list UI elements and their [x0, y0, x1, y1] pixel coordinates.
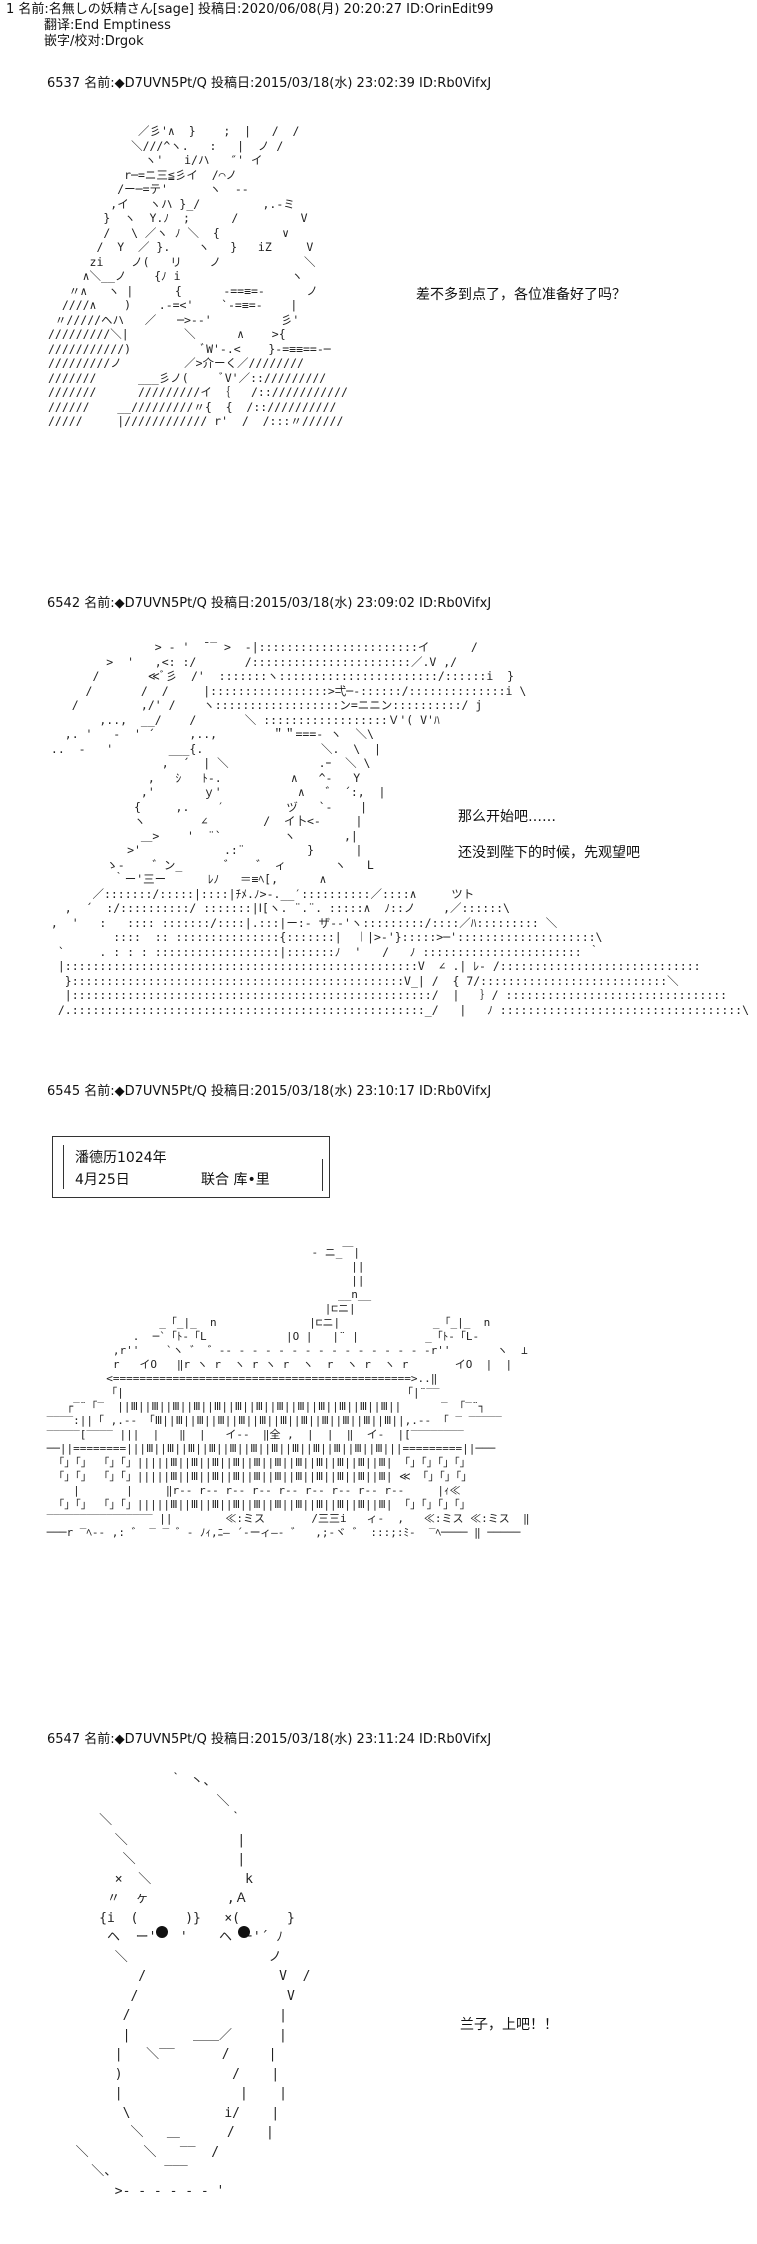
right-eye-icon [238, 1926, 250, 1938]
location-caption-box: 潘德历1024年 4月25日 联合 库•里 [52, 1136, 330, 1198]
caption-year: 潘德历1024年 [75, 1150, 167, 1166]
ascii-art-character-2: > - ' ̄ ‾ > -|:::::::::::::::::::::::イ /… [50, 640, 750, 1017]
post-header: 6537 名前:◆D7UVN5Pt/Q 投稿日:2015/03/18(水) 23… [47, 76, 492, 91]
left-eye-icon [156, 1926, 168, 1938]
thread-header: 1 名前:名無しの妖精さん[sage] 投稿日:2020/06/08(月) 20… [6, 2, 494, 50]
dialog-line: 兰子，上吧！！ [460, 2017, 558, 2033]
typesetter-credit: 嵌字/校对:Drgok [44, 34, 144, 49]
caption-place: 联合 库•里 [201, 1172, 270, 1188]
translator-credit: 翻译:End Emptiness [44, 18, 171, 33]
dialog-line: 那么开始吧…… [458, 809, 556, 825]
ascii-art-castle: - ニ_￣| || || __n__ [46, 1246, 530, 1539]
ascii-art-character-1: ／彡'∧ } ; | / / ＼///^ヽ. : | ノ / ヽ' i/ハ ″'… [48, 124, 348, 428]
dialog-line: 差不多到点了，各位准备好了吗？ [416, 287, 626, 303]
dialog-line: 还没到陛下的时候，先观望吧 [458, 845, 640, 861]
post-header: 6547 名前:◆D7UVN5Pt/Q 投稿日:2015/03/18(水) 23… [47, 1732, 492, 1747]
caption-left-border [63, 1145, 64, 1189]
ascii-art-character-3: ｀ 丶、 ＼ ＼ ｀ ＼ | ＼ | × ＼ k 〃 ヶ ,Ａ {i ( )} … [75, 1774, 311, 2199]
post-header: 6545 名前:◆D7UVN5Pt/Q 投稿日:2015/03/18(水) 23… [47, 1084, 492, 1099]
caption-right-border [322, 1159, 323, 1191]
caption-date: 4月25日 [75, 1172, 130, 1188]
thread-title-line: 1 名前:名無しの妖精さん[sage] 投稿日:2020/06/08(月) 20… [6, 2, 494, 17]
post-header: 6542 名前:◆D7UVN5Pt/Q 投稿日:2015/03/18(水) 23… [47, 596, 492, 611]
